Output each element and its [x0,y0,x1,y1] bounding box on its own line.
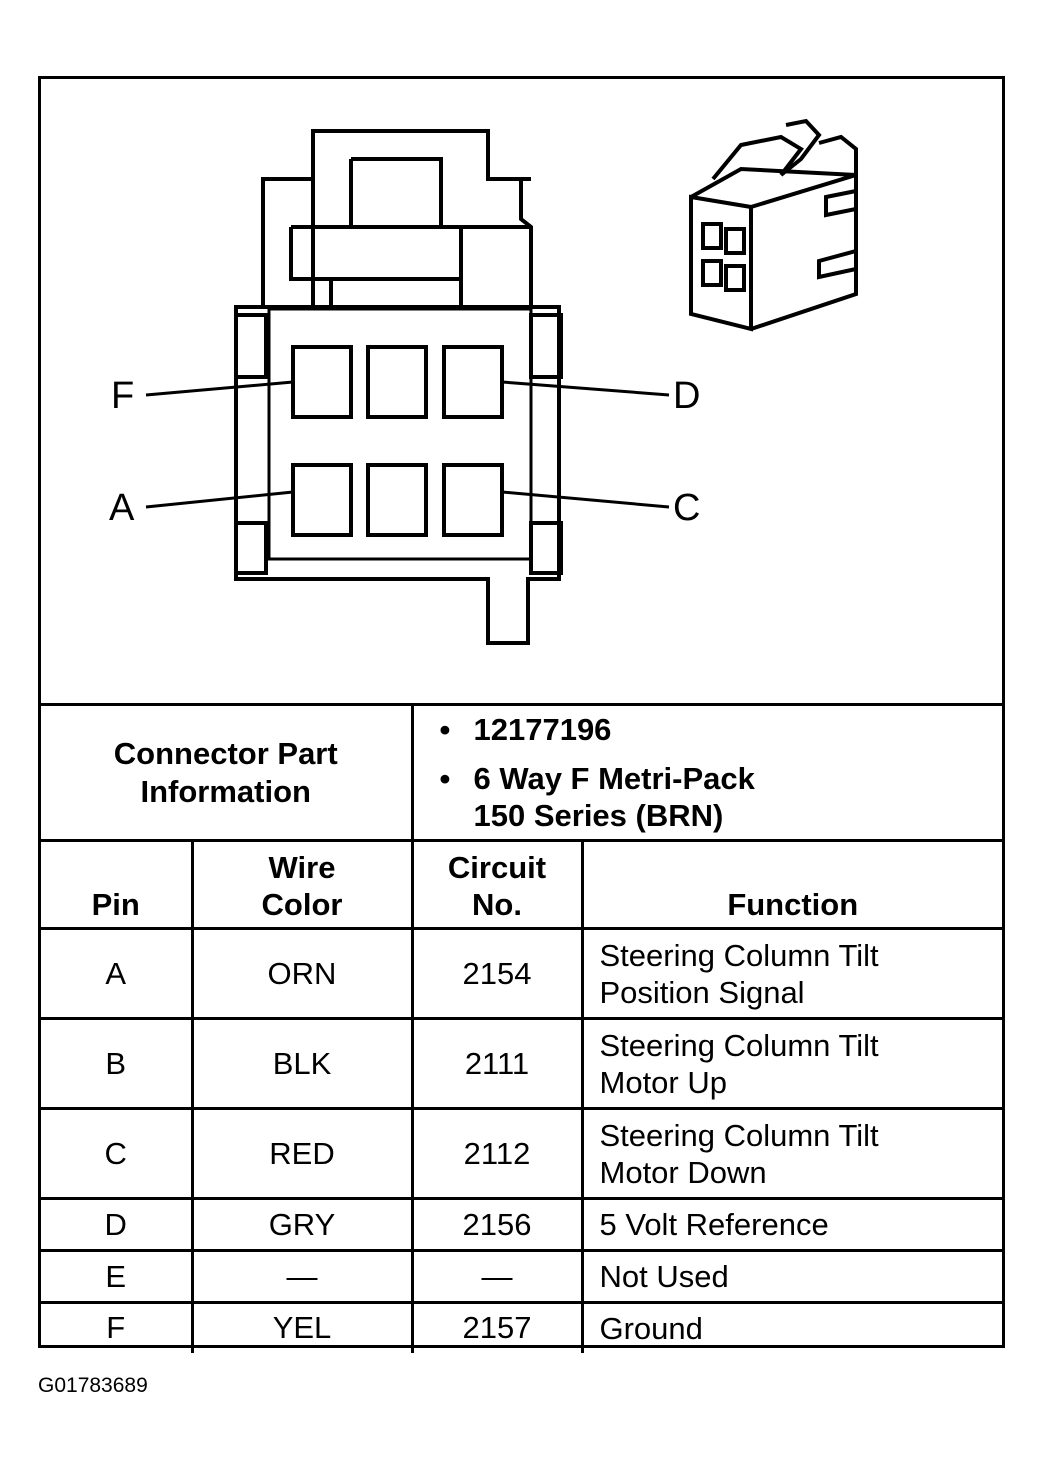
circuit-cell: 2157 [410,1301,584,1353]
connector-body [234,305,561,645]
latch-tab [349,157,443,227]
circuit-cell: 2111 [410,1017,584,1110]
connector-description-line1: 6 Way F Metri-Pack [440,760,1003,797]
header-wire-color: Wire Color [190,839,414,929]
connector-3d-view [689,118,858,332]
function-line1: Not Used [599,1259,729,1294]
function-line2: Motor Down [599,1154,767,1190]
connector-info-label-cell: Connector Part Information [41,703,414,842]
leader-line-c [501,490,670,509]
wire-color-cell: GRY [190,1197,414,1252]
pin-label-d: D [673,375,701,417]
function-line2: Motor Up [599,1064,727,1100]
pinout-table: Connector Part Information 12177196 6 Wa… [41,703,1002,1353]
cavity-a [291,463,353,537]
wire-color-cell: RED [190,1107,414,1200]
header-circuit: Circuit No. [410,839,584,929]
diagram-frame: F D A C Connector Part Information 12177… [38,76,1005,1353]
table-header-row: Pin Wire Color Circuit No. Function [41,839,1002,929]
part-number: 12177196 [440,711,1003,748]
pin-cell: F [41,1301,194,1353]
wire-color-cell: ORN [190,927,414,1020]
cavity-b [366,463,428,537]
side-tab-left-top [234,313,268,379]
pin-label-f: F [111,375,135,417]
wire-color-cell: BLK [190,1017,414,1110]
function-line2: Position Signal [599,974,805,1010]
pin-cell: B [41,1017,194,1110]
pin-label-a: A [109,487,135,529]
circuit-cell: 2156 [410,1197,584,1252]
connector-drawing: F D A C [41,79,1002,703]
pin-cell: E [41,1249,194,1304]
wire-color-cell: — [190,1249,414,1304]
connector-info-values: 12177196 6 Way F Metri-Pack 150 Series (… [410,703,1003,842]
header-function: Function [580,839,1002,929]
pin-label-c: C [673,487,701,529]
cavity-c [442,463,504,537]
pin-cell: C [41,1107,194,1200]
header-circuit-line2: No. [472,887,522,922]
header-wire-color-line1: Wire [268,850,336,885]
function-line1: Steering Column Tilt [599,1027,879,1063]
circuit-cell: — [410,1249,584,1304]
function-cell: Ground [580,1301,1002,1353]
circuit-cell: 2154 [410,927,584,1020]
function-line1: Ground [599,1310,703,1346]
side-tab-right-top [529,313,563,379]
header-wire-color-line2: Color [261,887,343,922]
wire-color-cell: YEL [190,1301,414,1353]
header-pin: Pin [41,839,194,929]
pin-cell: D [41,1197,194,1252]
function-line1: 5 Volt Reference [599,1207,829,1242]
figure-id: G01783689 [38,1374,148,1397]
connector-info-row: Connector Part Information 12177196 6 Wa… [41,703,1003,842]
header-circuit-line1: Circuit [447,850,547,885]
latch-window [289,227,463,281]
circuit-cell: 2112 [410,1107,584,1200]
cavity-f [291,345,353,419]
table-row: E——Not Used [41,1249,1002,1304]
connector-info-label: Connector Part Information [113,735,338,809]
leader-line-a [145,490,294,509]
leader-line-f [145,380,294,397]
connector-description-line2: 150 Series (BRN) [473,798,724,833]
function-line1: Steering Column Tilt [599,937,879,973]
side-tab-left-bottom [234,521,268,575]
cavity-d [442,345,504,419]
pin-cell: A [41,927,194,1020]
function-cell: Not Used [580,1249,1002,1304]
cavity-e [366,345,428,419]
side-tab-right-bottom [529,521,563,575]
function-cell: 5 Volt Reference [580,1197,1002,1252]
leader-line-d [501,380,670,397]
latch-left-ear [261,177,315,309]
connector-face-view [145,118,858,645]
function-line1: Steering Column Tilt [599,1117,879,1153]
